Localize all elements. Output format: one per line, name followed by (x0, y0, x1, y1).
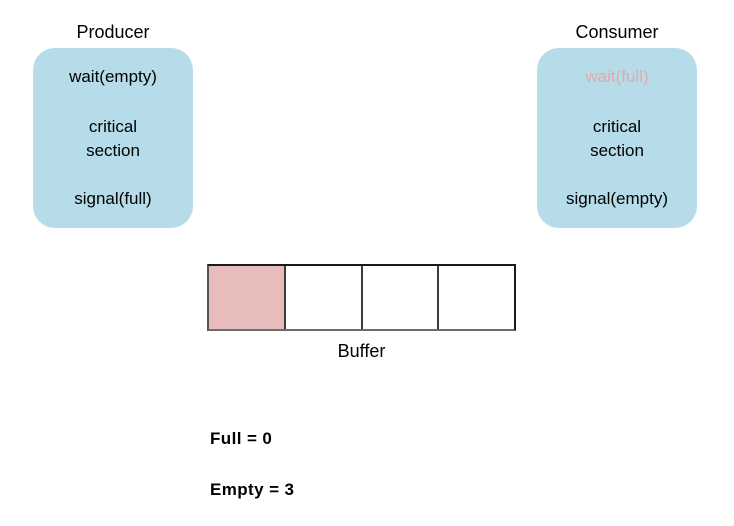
buffer-container (207, 264, 516, 331)
consumer-critical-line-2: section (590, 141, 644, 160)
semaphore-full-value: Full = 0 (210, 429, 273, 448)
producer-critical-line-1: critical (88, 117, 138, 136)
producer-process-box: wait(empty) critical section signal(full… (33, 48, 193, 228)
buffer-cell (362, 266, 440, 329)
semaphore-empty-value: Empty = 3 (210, 480, 295, 499)
producer-critical-line-2: section (86, 141, 140, 160)
consumer-critical-line-1: critical (592, 117, 642, 136)
buffer-cell (439, 266, 514, 329)
producer-signal-statement: signal(full) (74, 189, 152, 208)
buffer-cell (209, 266, 286, 329)
consumer-signal-statement: signal(empty) (565, 189, 669, 208)
producer-title: Producer (76, 22, 150, 42)
buffer-cell (285, 266, 363, 329)
consumer-process-box: wait(full) critical section signal(empty… (537, 48, 697, 228)
consumer-title: Consumer (575, 22, 659, 42)
consumer-wait-statement: wait(full) (585, 67, 649, 86)
producer-wait-statement: wait(empty) (69, 67, 157, 86)
buffer-label: Buffer (337, 341, 386, 361)
